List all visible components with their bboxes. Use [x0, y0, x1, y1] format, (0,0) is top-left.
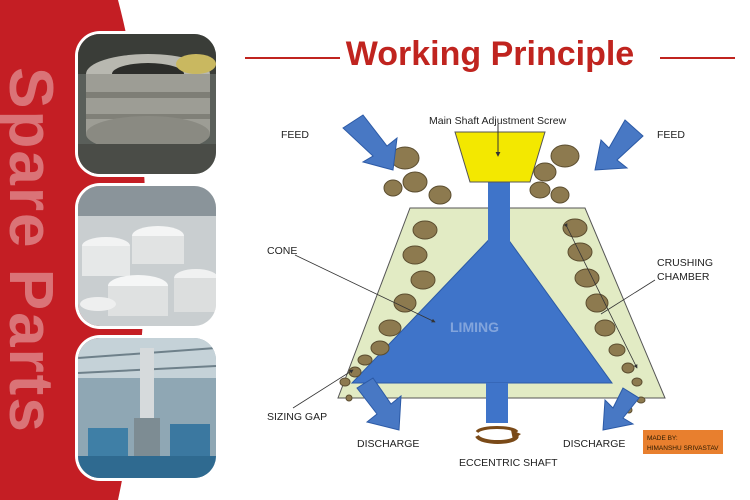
sizing-gap-label: SIZING GAP	[267, 411, 327, 423]
main-shaft-adjustment-screw-label: Main Shaft Adjustment Screw	[429, 115, 567, 127]
discharge-label-right: DISCHARGE	[563, 438, 625, 450]
title-rule-left	[245, 57, 340, 59]
author-badge-line2: HIMANSHU SRIVASTAV	[647, 445, 719, 452]
industrial-shaft-workshop-photo	[78, 338, 216, 478]
cone-label: CONE	[267, 245, 297, 257]
feed-arrow-right	[594, 119, 644, 171]
feed-arrow-left	[342, 114, 398, 171]
crushing-chamber-label-2: CHAMBER	[657, 271, 710, 283]
feed-label-right: FEED	[657, 129, 685, 141]
sidebar-vertical-text: Spare Parts	[0, 66, 65, 434]
adjustment-screw-shape	[454, 131, 546, 183]
author-badge-line1: MADE BY:	[647, 435, 678, 442]
page-title: Working Principle	[245, 35, 735, 74]
main-shaft-upper	[488, 182, 510, 250]
feed-label-left: FEED	[281, 129, 309, 141]
cone-shape	[350, 227, 613, 384]
eccentric-shaft-label: ECCENTRIC SHAFT	[459, 457, 558, 469]
title-bar: Working Principle	[245, 32, 735, 80]
crushing-chamber-label-1: CRUSHING	[657, 257, 713, 269]
liming-watermark: LIMING	[450, 319, 499, 335]
discharge-arrow-right	[602, 387, 640, 431]
discharge-label-left: DISCHARGE	[357, 438, 419, 450]
main-shaft-lower	[486, 383, 508, 423]
eccentric-rotation-icon	[475, 426, 521, 444]
cone-crusher-diagram: LIMING	[267, 114, 723, 469]
discharge-arrow-left	[356, 377, 402, 431]
author-badge: MADE BY: HIMANSHU SRIVASTAV	[643, 430, 723, 454]
cast-housing-parts-photo	[78, 186, 216, 326]
machined-ring-parts-photo	[78, 34, 216, 174]
title-rule-right	[660, 57, 735, 59]
